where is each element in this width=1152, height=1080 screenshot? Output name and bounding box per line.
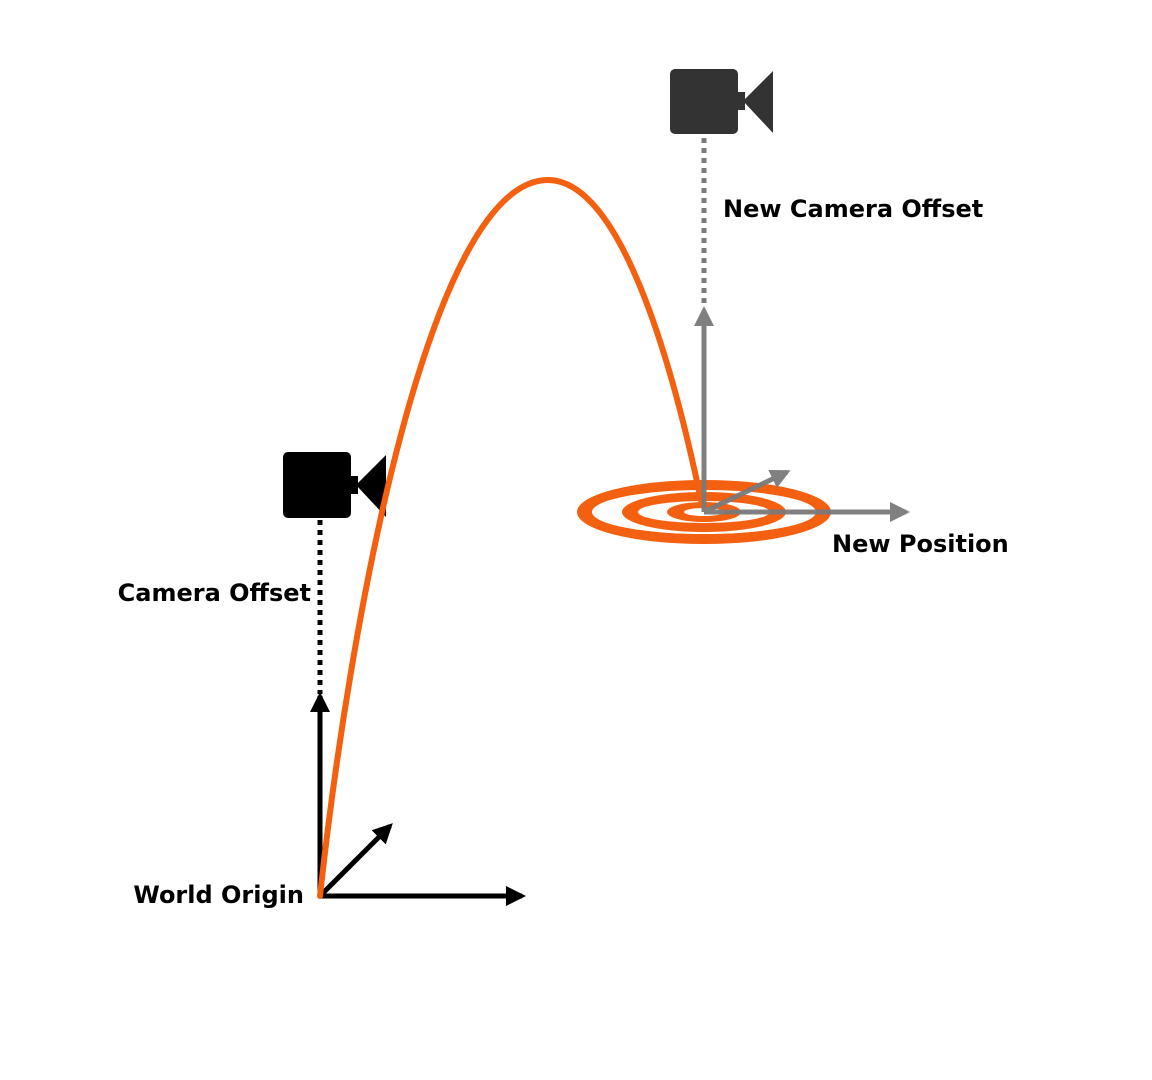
world-origin-axes [310,692,526,906]
origin-z-axis [318,823,393,898]
camera-new-icon [670,69,773,134]
new-z-axis [702,469,791,515]
new-position-label: New Position [832,530,1009,558]
jump-trajectory [317,176,705,899]
new-position-axes [694,306,910,522]
camera-start-icon [283,452,386,518]
new-camera-offset-label: New Camera Offset [723,195,983,223]
camera-offset-label: Camera Offset [118,579,311,607]
world-origin-label: World Origin [133,881,304,909]
